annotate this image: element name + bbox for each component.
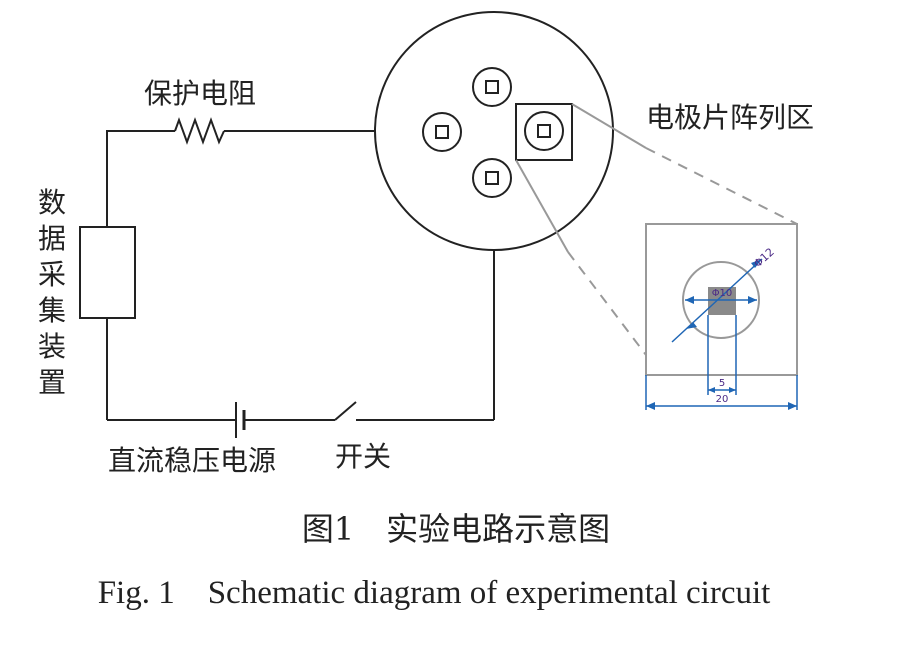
dim-5-label: 5 — [719, 378, 725, 389]
zoom-leaders — [515, 103, 798, 356]
electrode-top — [472, 67, 512, 107]
vessel-circle — [374, 11, 614, 251]
electrode-area-label: 电极片阵列区 — [646, 101, 814, 134]
electrode-highlighted — [515, 103, 573, 161]
daq-char: 采 — [38, 258, 66, 291]
electrode-array — [422, 67, 573, 198]
wire-top — [106, 130, 175, 227]
switch-symbol — [334, 401, 357, 421]
daq-char: 据 — [38, 222, 66, 255]
battery-symbol — [235, 402, 246, 438]
daq-box — [79, 226, 136, 319]
power-label: 直流稳压电源 — [108, 444, 276, 477]
switch-label: 开关 — [335, 440, 391, 473]
daq-char: 置 — [38, 366, 66, 399]
electrode-bottom — [472, 158, 512, 198]
dim-phi10-label: Φ10 — [712, 288, 733, 299]
caption-english: Fig. 1 Schematic diagram of experimental… — [98, 575, 771, 611]
dimension-lines — [645, 258, 798, 410]
resistor-label: 保护电阻 — [144, 77, 256, 110]
detail-outer-circle — [682, 261, 760, 339]
daq-char: 数 — [38, 186, 66, 219]
dim-20-label: 20 — [716, 394, 729, 405]
detail-square-electrode — [708, 287, 736, 315]
daq-char: 装 — [38, 330, 66, 363]
resistor-symbol — [174, 117, 225, 145]
electrode-detail: Φ12 Φ10 5 20 — [645, 223, 798, 410]
caption-chinese: 图1 实验电路示意图 — [302, 510, 610, 548]
circuit-wires — [106, 130, 495, 421]
daq-char: 集 — [38, 294, 66, 327]
daq-label: 数 据 采 集 装 置 — [38, 186, 66, 399]
electrode-left — [422, 112, 462, 152]
